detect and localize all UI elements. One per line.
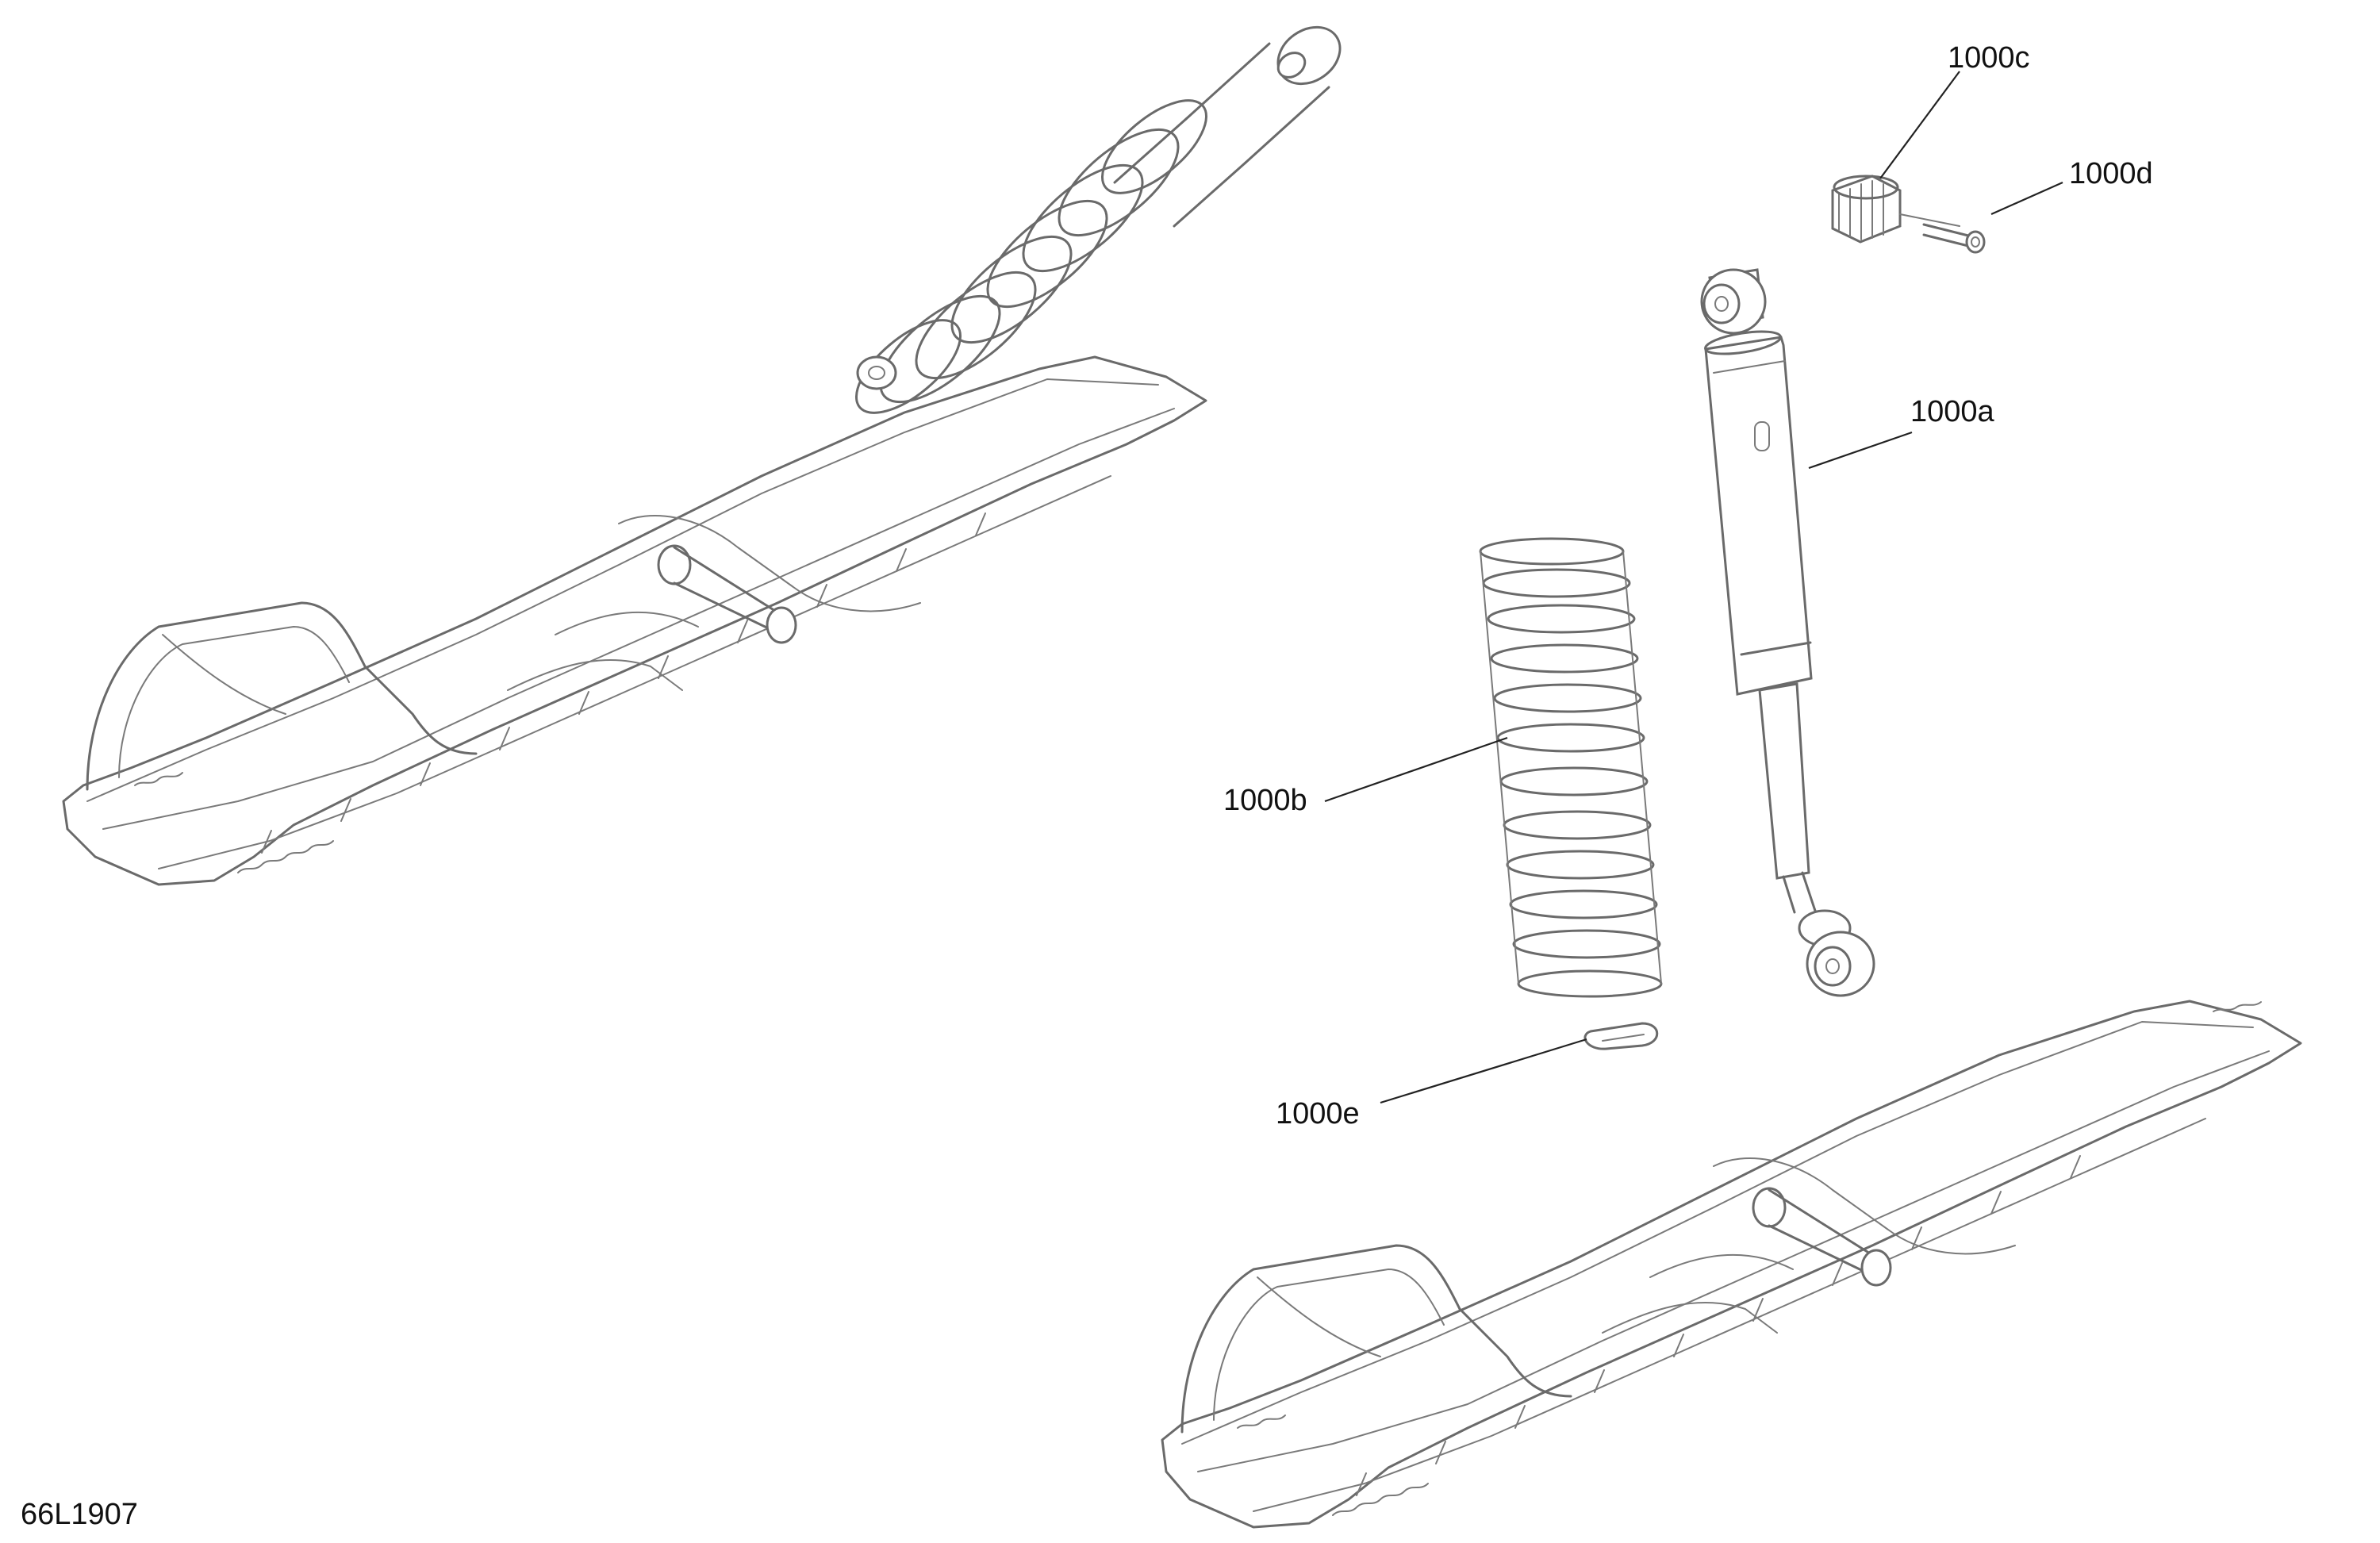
part-1000c-cap [1831,175,1960,244]
callout-1000c[interactable]: 1000c [1948,41,2030,75]
leader-1000b [1324,736,1508,803]
callout-1000b[interactable]: 1000b [1223,784,1307,817]
callout-1000a[interactable]: 1000a [1910,395,1994,428]
ski-assembled [62,355,1207,886]
part-1000b-spring [1479,537,1663,998]
leader-1000d [1990,181,2063,216]
ski-lower [1161,1000,2302,1529]
part-1000d-screw [1922,223,1986,254]
part-1000e-clip [1583,1022,1659,1050]
leader-1000a [1808,431,1913,470]
figure-id: 66L1907 [21,1498,138,1531]
shock-assembled [854,25,1342,414]
callout-1000e[interactable]: 1000e [1276,1097,1360,1130]
part-1000a-shock [1700,268,1875,997]
leader-1000e [1380,1038,1587,1104]
callout-1000d[interactable]: 1000d [2069,157,2153,190]
leader-1000c [1879,71,1960,179]
